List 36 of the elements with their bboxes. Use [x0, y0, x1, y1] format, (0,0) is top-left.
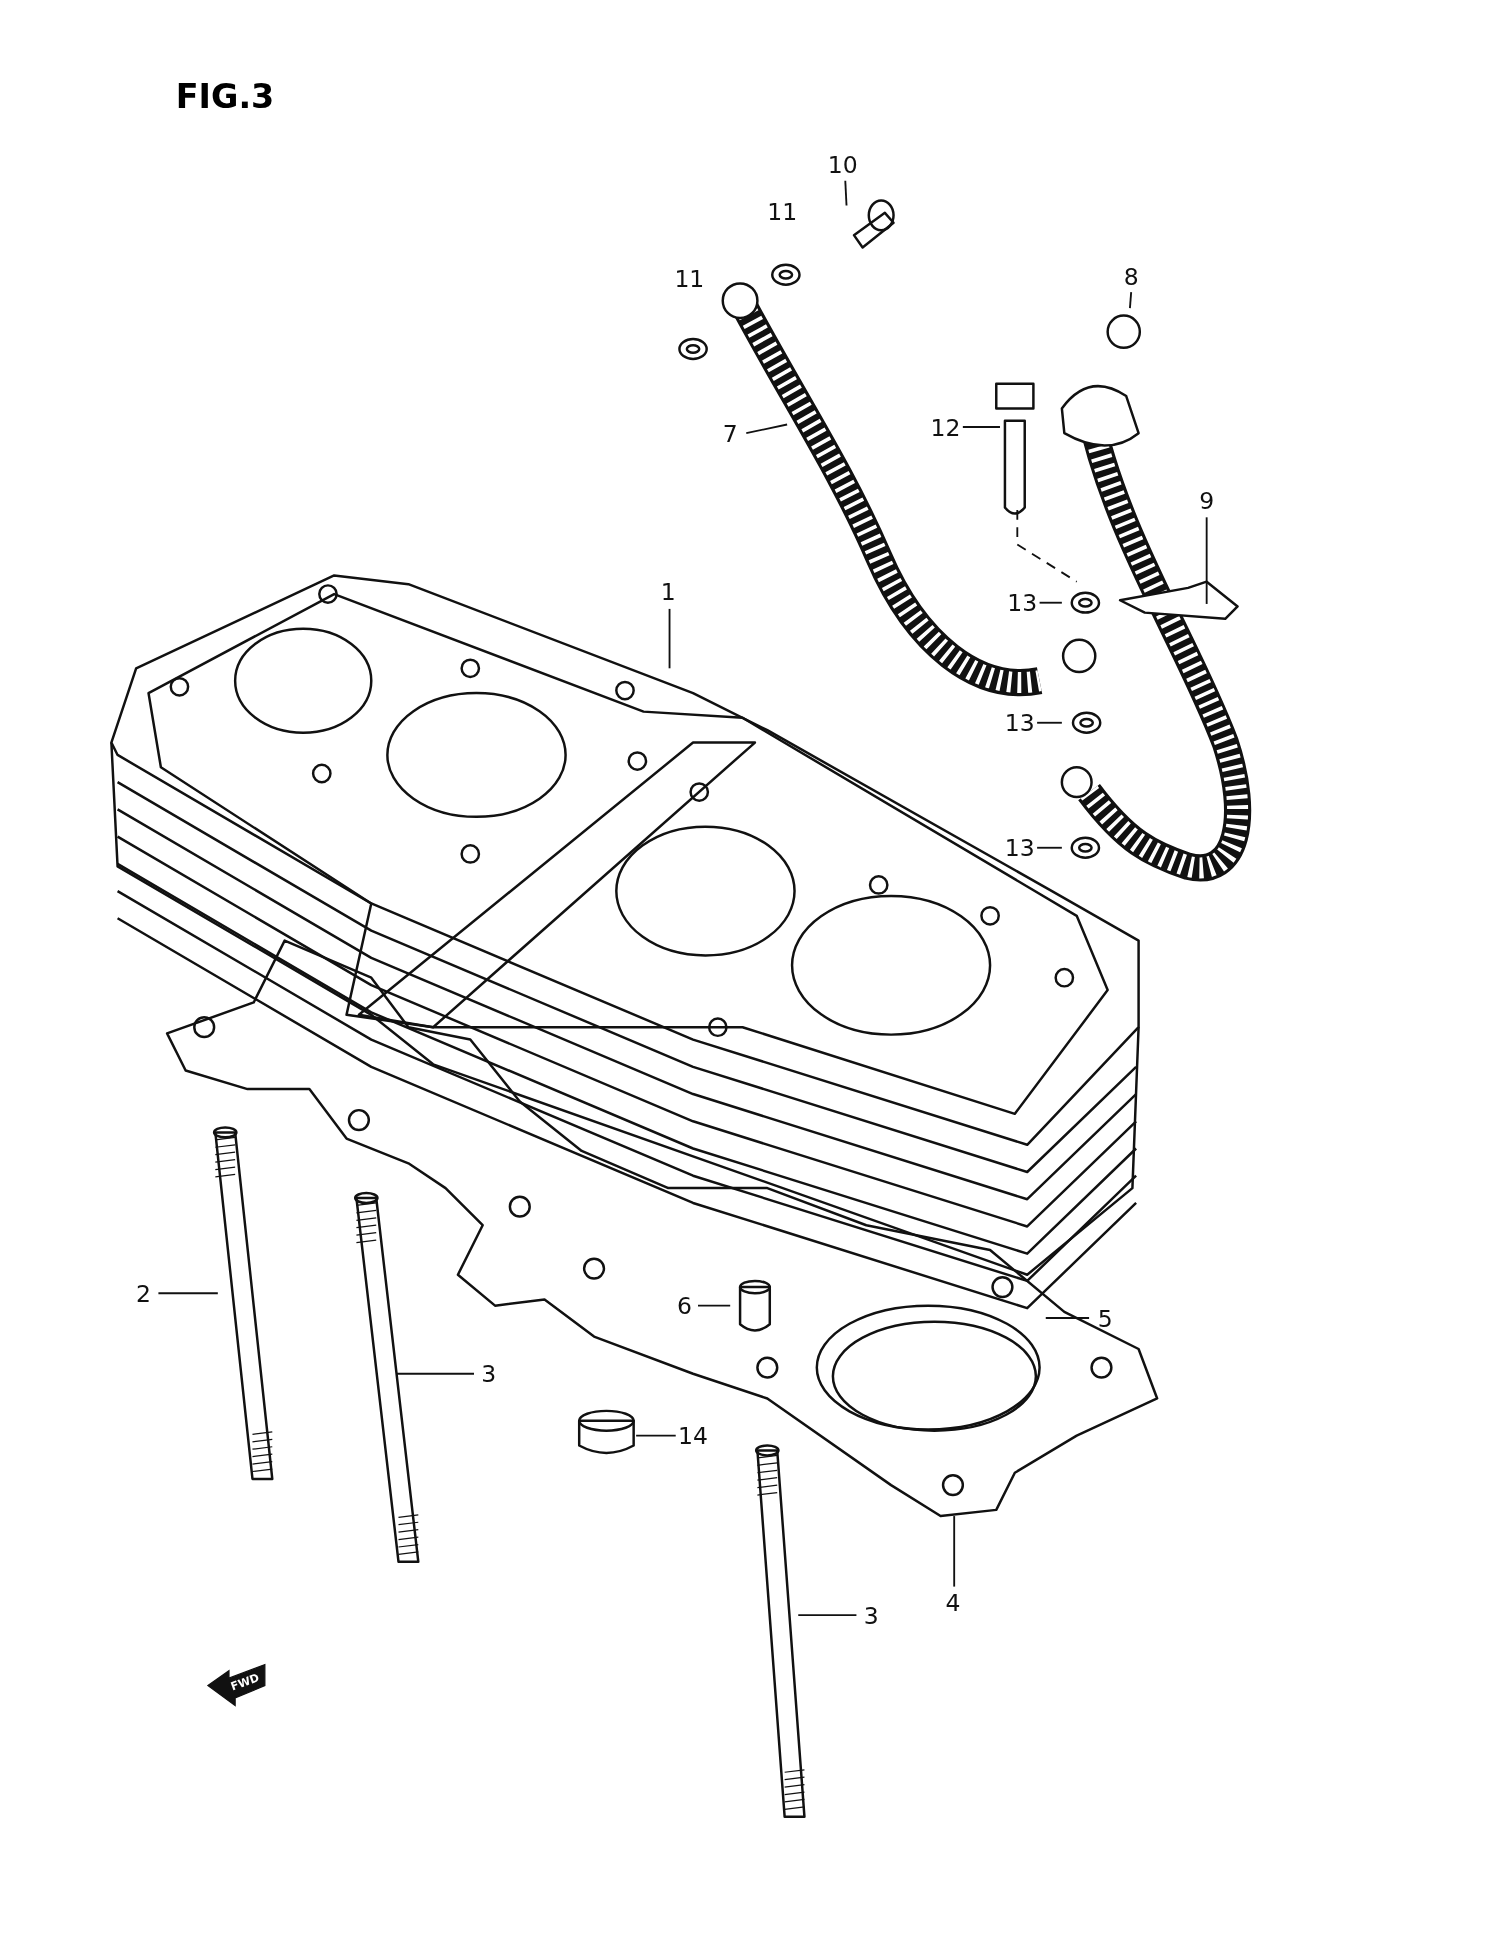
- leader-line: [157, 1292, 219, 1295]
- figure-title: FIG.3: [175, 76, 275, 116]
- callout-number: 2: [136, 1280, 152, 1306]
- leader-line: [844, 179, 848, 207]
- callout-number: 13: [1007, 590, 1038, 616]
- callout-number: 4: [945, 1590, 961, 1616]
- callout-number: 11: [767, 199, 798, 224]
- callout-number: 11: [674, 266, 705, 291]
- callout-number: 3: [481, 1361, 497, 1387]
- callout-number: 9: [1199, 487, 1215, 513]
- callout-number: 13: [1004, 710, 1035, 736]
- callout-number: 1: [660, 579, 676, 604]
- leader-line: [1044, 1317, 1090, 1319]
- callout-number: 7: [722, 420, 738, 446]
- leader-line: [1038, 601, 1063, 604]
- leader-line: [797, 1614, 858, 1616]
- callout-number: 8: [1123, 263, 1139, 289]
- leader-line: [1205, 516, 1208, 605]
- leader-line: [697, 1304, 732, 1307]
- callout-number: 13: [1004, 835, 1035, 861]
- leader-line: [961, 426, 1001, 428]
- callout-number: 14: [678, 1423, 708, 1448]
- leader-line: [1129, 291, 1133, 310]
- callout-number: 10: [827, 152, 858, 177]
- leader-line: [395, 1372, 475, 1375]
- leader-line: [668, 607, 671, 670]
- leader-line: [1036, 721, 1063, 724]
- leader-line: [635, 1434, 677, 1437]
- forward-arrow-icon: FWD: [206, 1663, 266, 1707]
- leader-line: [1036, 846, 1063, 849]
- callout-number: 5: [1097, 1305, 1113, 1331]
- callout-number: 6: [676, 1293, 692, 1319]
- callout-number: 3: [863, 1602, 879, 1628]
- leader-line: [953, 1515, 956, 1588]
- callout-number: 12: [930, 414, 961, 440]
- leader-line: [745, 423, 789, 435]
